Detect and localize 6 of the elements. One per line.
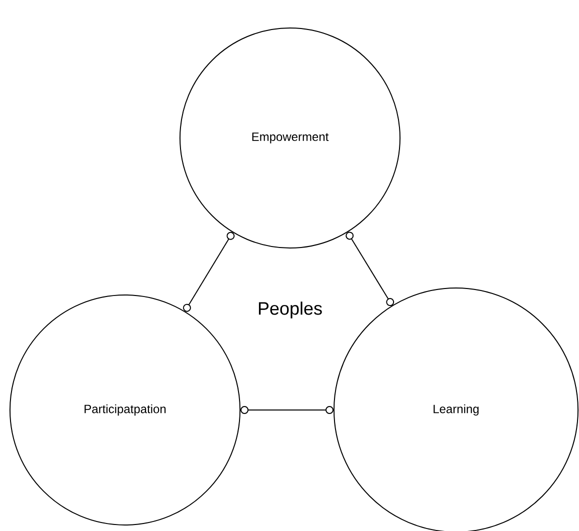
connector (240, 406, 334, 414)
connector (182, 232, 235, 312)
connector (346, 232, 394, 306)
center-label: Peoples (258, 302, 322, 318)
circle-node: Empowerment (180, 28, 400, 248)
circle-node: Participatpation (10, 294, 240, 526)
